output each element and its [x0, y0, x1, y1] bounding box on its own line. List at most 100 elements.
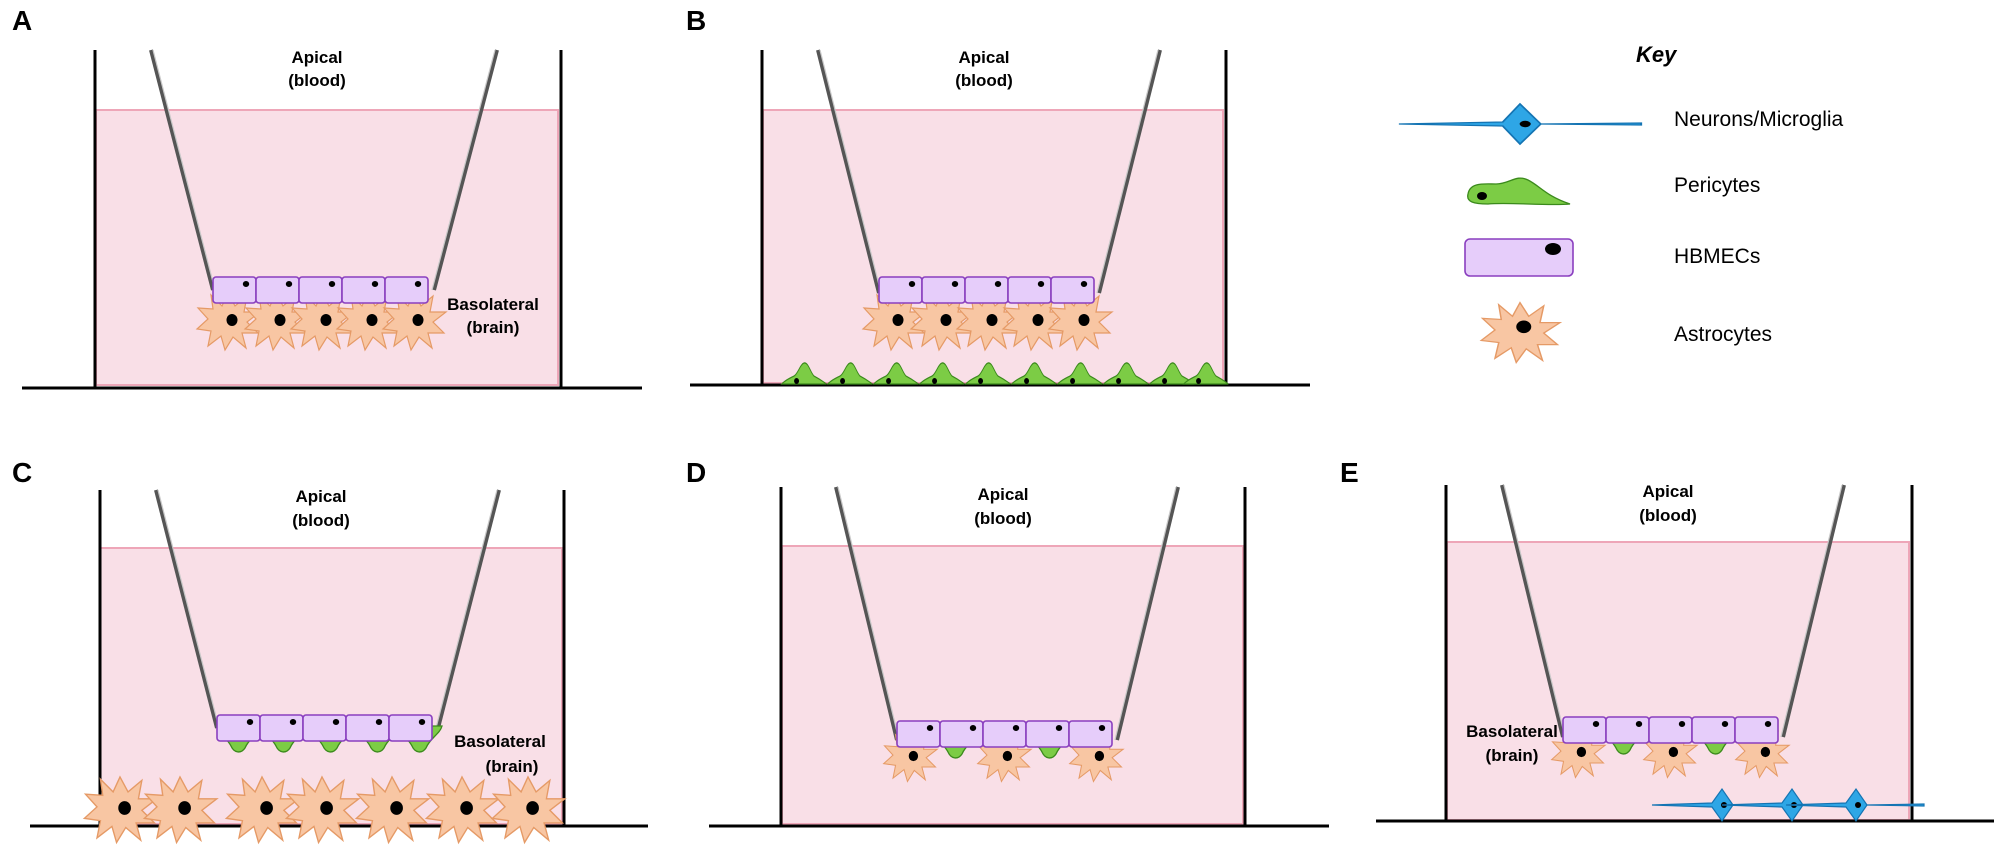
panel-a: A Apical (blood) Basolateral (brain) — [12, 5, 642, 390]
basolateral-label: Basolateral — [1466, 722, 1558, 741]
pericyte-cell — [965, 362, 1011, 385]
astrocyte-layer — [196, 292, 447, 351]
panel-letter: A — [12, 5, 32, 36]
astrocyte-cell — [491, 776, 566, 844]
basolateral-sublabel: (brain) — [467, 318, 520, 337]
panel-letter: B — [686, 5, 706, 36]
pericyte-cell — [1011, 362, 1057, 385]
culture-medium — [99, 547, 563, 825]
apical-sublabel: (blood) — [974, 509, 1032, 528]
hbmec-monolayer — [896, 720, 1113, 748]
hbmec-cell — [1648, 716, 1693, 744]
hbmec-cell — [216, 714, 261, 742]
pericyte-layer — [781, 362, 1229, 385]
hbmec-cell — [298, 276, 343, 304]
panel-letter: E — [1340, 457, 1359, 488]
neuron-microglia-cell — [1785, 787, 1925, 823]
hbmec-cell — [255, 276, 300, 304]
panel-c: C Apical (blood) Basolateral (brain) — [12, 457, 648, 844]
hbmec-cell — [1605, 716, 1650, 744]
hbmec-monolayer — [878, 276, 1095, 304]
hbmec-cell — [939, 720, 984, 748]
transwell-insert — [1500, 484, 1846, 738]
hbmec-cell — [1050, 276, 1095, 304]
astrocyte-cell — [355, 776, 430, 844]
neuron-microglia-layer — [1651, 787, 1925, 823]
basolateral-label: Basolateral — [447, 295, 539, 314]
pericyte-cell — [1057, 362, 1103, 385]
apical-sublabel: (blood) — [292, 511, 350, 530]
hbmec-cell — [1562, 716, 1607, 744]
astrocyte-icon — [1480, 301, 1561, 364]
hbmec-cell — [212, 276, 257, 304]
astrocyte-cell — [285, 776, 360, 844]
hbmec-cell — [878, 276, 923, 304]
apical-label: Apical — [1642, 482, 1693, 501]
neuron-microglia-icon — [1398, 102, 1643, 146]
hbmec-cell — [1691, 716, 1736, 744]
hbmec-cell — [345, 714, 390, 742]
astrocyte-cell — [1069, 732, 1124, 783]
hbmec-cell — [982, 720, 1027, 748]
transwell-insert — [149, 49, 499, 291]
astrocyte-cell — [910, 292, 975, 351]
astrocyte-cell — [1643, 728, 1698, 779]
key-label: Astrocytes — [1674, 323, 1772, 346]
panel-d: D Apical (blood) — [686, 457, 1329, 828]
hbmec-cell — [388, 714, 433, 742]
astrocyte-cell — [143, 776, 218, 844]
astrocyte-cell — [1551, 728, 1606, 779]
hbmec-cell — [1734, 716, 1779, 744]
panel-b: B Apical (blood) — [686, 5, 1310, 387]
astrocyte-cell — [225, 776, 300, 844]
key-title: Key — [1636, 42, 1678, 67]
astrocyte-cell — [1735, 728, 1790, 779]
basolateral-label: Basolateral — [454, 732, 546, 751]
hbmec-cell — [1068, 720, 1113, 748]
transwell-insert — [834, 486, 1180, 741]
hbmec-cell — [259, 714, 304, 742]
key-label: HBMECs — [1674, 245, 1760, 268]
astrocyte-cell — [83, 776, 158, 844]
panel-e: E Apical (blood) Basolateral (brain) — [1340, 457, 1994, 823]
hbmec-cell — [1007, 276, 1052, 304]
pericyte-cell — [781, 362, 827, 385]
astrocyte-cell — [956, 292, 1021, 351]
panel-letter: C — [12, 457, 32, 488]
hbmec-cell — [302, 714, 347, 742]
astrocyte-cell — [862, 292, 927, 351]
apical-label: Apical — [295, 487, 346, 506]
hbmec-cell — [964, 276, 1009, 304]
key-label: Neurons/Microglia — [1674, 108, 1844, 131]
culture-medium — [762, 109, 1224, 384]
pericyte-cell — [1183, 362, 1229, 385]
hbmec-icon — [1464, 238, 1574, 277]
astrocyte-layer — [862, 292, 1113, 351]
culture-medium — [781, 545, 1244, 825]
hbmec-monolayer — [212, 276, 429, 304]
culture-medium — [95, 109, 559, 386]
astrocyte-cell — [336, 292, 401, 351]
astrocyte-cell — [196, 292, 261, 351]
hbmec-cell — [384, 276, 429, 304]
astrocyte-cell — [382, 292, 447, 351]
astrocyte-cell — [244, 292, 309, 351]
transwell-insert — [154, 489, 501, 729]
culture-medium — [1446, 541, 1910, 821]
astrocyte-cell — [1048, 292, 1113, 351]
hbmec-monolayer — [1562, 716, 1779, 744]
hbmec-cell — [341, 276, 386, 304]
hbmec-monolayer — [216, 714, 433, 742]
astrocyte-cell — [1002, 292, 1067, 351]
hbmec-cell — [1025, 720, 1070, 748]
transwell-insert — [816, 49, 1162, 294]
hbmec-cell — [921, 276, 966, 304]
pericyte-icon — [1467, 177, 1571, 206]
basolateral-sublabel: (brain) — [1486, 746, 1539, 765]
astrocyte-cell — [425, 776, 500, 844]
pericyte-cell — [873, 362, 919, 385]
key-legend: Key Neurons/Microglia Pericytes HBMECs A… — [1398, 42, 1844, 364]
astrocyte-layer — [83, 776, 566, 844]
astrocyte-cell — [977, 732, 1032, 783]
